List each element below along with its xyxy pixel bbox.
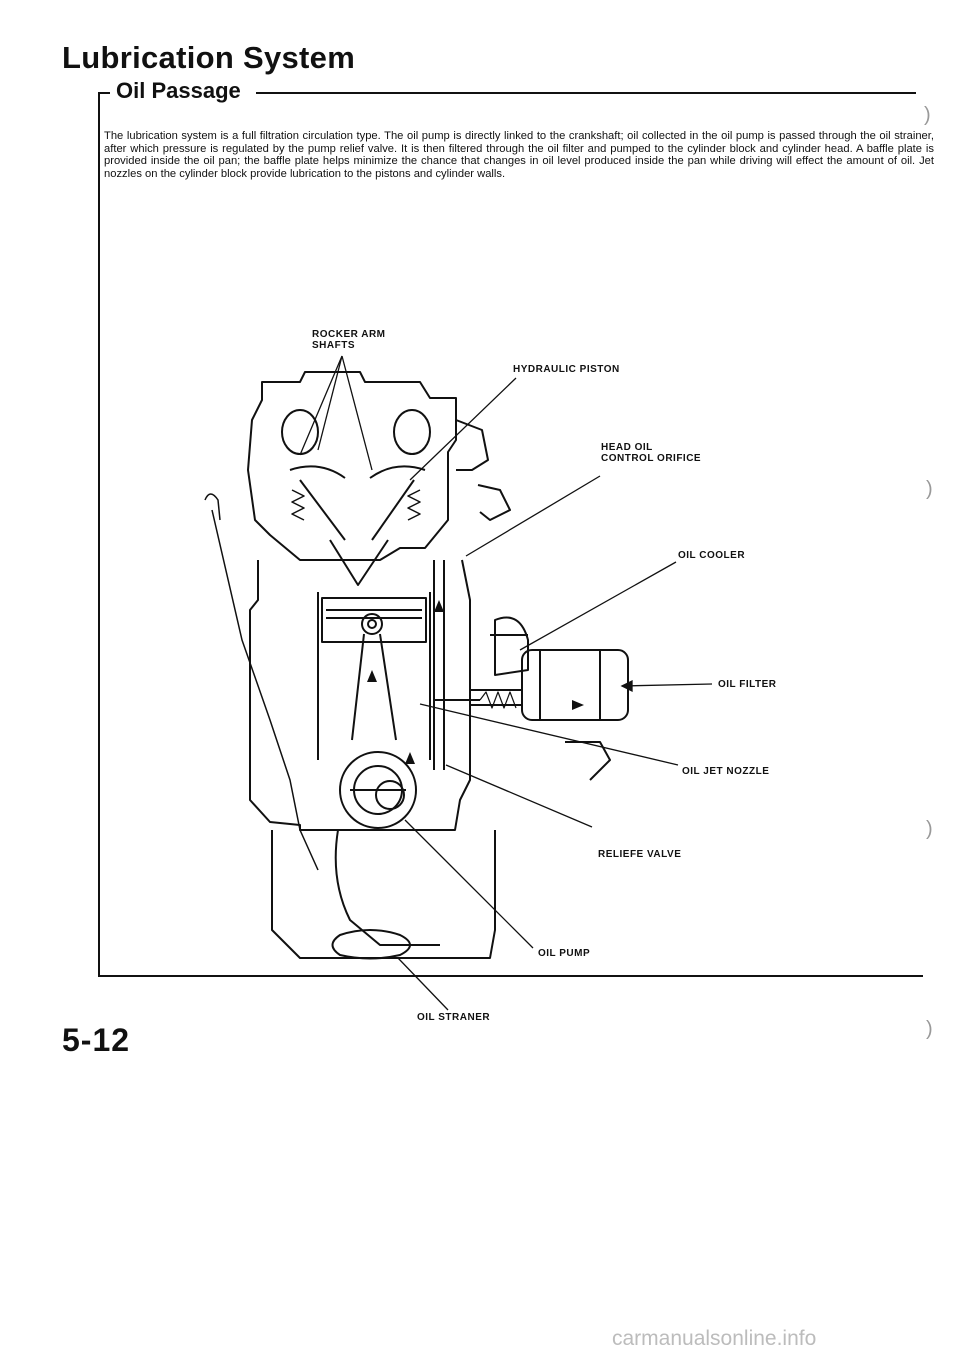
label-hydraulic-piston: HYDRAULIC PISTON (513, 364, 620, 375)
intro-paragraph: The lubrication system is a full filtrat… (104, 130, 934, 180)
page-number: 5-12 (62, 1022, 131, 1058)
page-title: Lubrication System (62, 40, 356, 75)
label-rocker-arm-shafts: ROCKER ARM SHAFTS (312, 329, 386, 351)
scan-margin-mark: ) (926, 1018, 933, 1040)
section-bottom-rule (98, 975, 923, 977)
label-oil-strainer: OIL STRANER (417, 1012, 491, 1023)
label-oil-jet-nozzle: OIL JET NOZZLE (682, 766, 770, 777)
label-oil-cooler: OIL COOLER (678, 550, 746, 561)
section-rule (256, 92, 916, 94)
watermark: carmanualsonline.info (612, 1327, 817, 1350)
section-frame-left (98, 92, 100, 977)
scan-margin-mark: ) (926, 818, 933, 840)
label-head-oil-control-orifice: HEAD OIL CONTROL ORIFICE (601, 442, 702, 464)
section-title: Oil Passage (116, 78, 241, 103)
label-oil-filter: OIL FILTER (718, 679, 777, 690)
label-relief-valve: RELIEFE VALVE (598, 849, 682, 860)
scan-margin-mark: ) (926, 478, 933, 500)
scan-margin-mark: ) (924, 104, 931, 126)
label-oil-pump: OIL PUMP (538, 948, 591, 959)
section-rule (98, 92, 110, 94)
